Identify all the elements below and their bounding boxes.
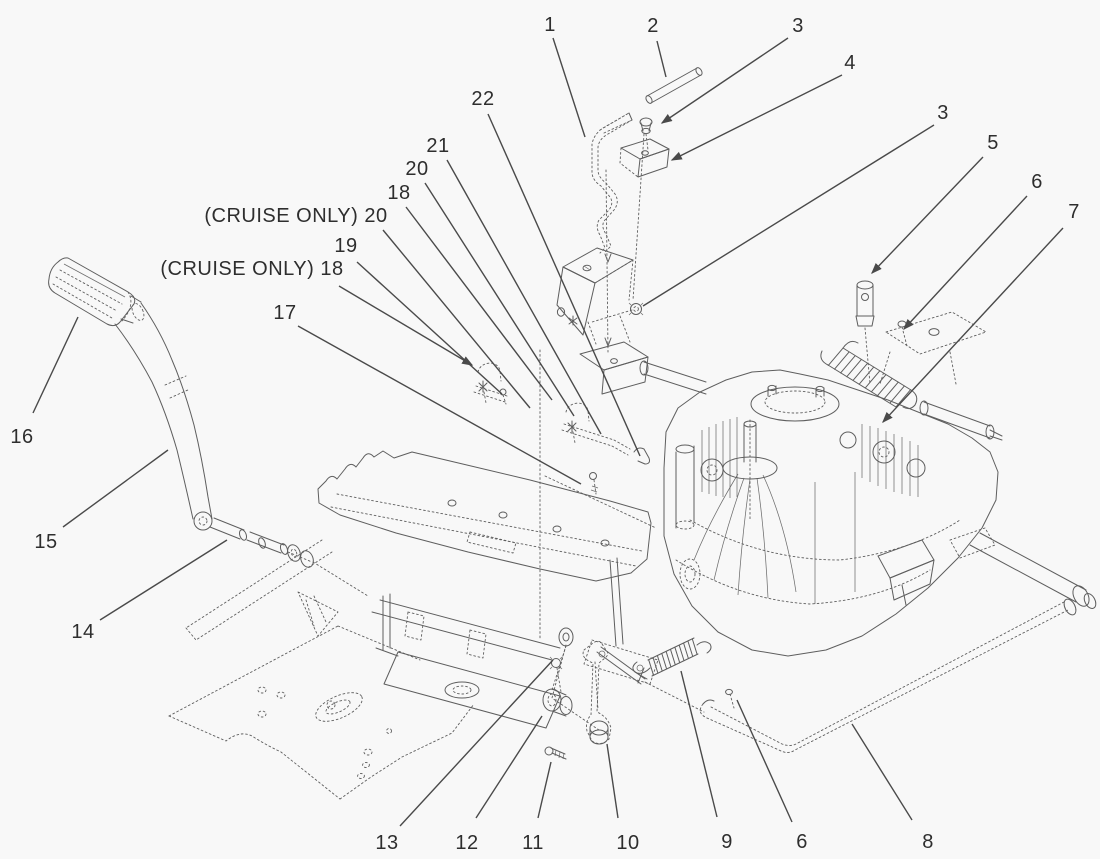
callout-label: 17 (273, 302, 296, 324)
leader-line (32, 316, 79, 414)
callout-label: 4 (844, 52, 856, 74)
leader-line (399, 659, 554, 827)
leader-line (871, 156, 984, 275)
callout-label: 22 (471, 88, 494, 110)
leader-line (606, 743, 619, 819)
callout-label: 7 (1068, 201, 1080, 223)
callout-label: 16 (10, 426, 33, 448)
callout-label: 15 (34, 531, 57, 553)
callout-label: 6 (1031, 171, 1043, 193)
leader-line (851, 723, 913, 821)
frame-rail-art (185, 539, 399, 657)
callout-label: 5 (987, 132, 999, 154)
leader-line (882, 227, 1064, 424)
leader-line (680, 670, 718, 818)
callout-label: 2 (647, 15, 659, 37)
leader-line (475, 715, 543, 819)
leader-line (670, 74, 843, 161)
leader-line (382, 229, 531, 409)
callout-label: 12 (455, 832, 478, 854)
leader-line (537, 761, 552, 819)
callout-label: 13 (375, 832, 398, 854)
leader-line (356, 261, 503, 395)
callout-label: 18 (387, 182, 410, 204)
floor-plate-art (168, 625, 475, 800)
leader-line (660, 37, 789, 124)
leader-line (642, 124, 935, 307)
callout-label: 6 (796, 831, 808, 853)
callout-label: 1 (544, 14, 556, 36)
return-spring-art (596, 637, 712, 713)
callout-label: 20 (405, 158, 428, 180)
callout-label: 10 (616, 832, 639, 854)
idler-arm-art (542, 627, 612, 760)
leader-line (487, 113, 641, 457)
leader-line (446, 159, 602, 435)
leader-line (62, 449, 169, 528)
shift-lever-art (48, 257, 313, 563)
callout-label: (CRUISE ONLY) 18 (160, 258, 343, 280)
callout-label: 9 (721, 831, 733, 853)
leader-line (903, 195, 1028, 331)
cable-clamp-art (473, 362, 650, 495)
leader-line (656, 40, 667, 78)
callout-label: 11 (522, 832, 544, 854)
callout-label: 14 (71, 621, 94, 643)
leader-line (552, 37, 586, 138)
leader-line (99, 539, 228, 621)
callout-label: 21 (426, 135, 449, 157)
leader-line (405, 206, 553, 401)
callout-label: (CRUISE ONLY) 20 (204, 205, 387, 227)
transaxle-art (639, 280, 1097, 657)
brake-rod-art (699, 598, 1077, 753)
leader-line (338, 285, 474, 366)
callout-label: 3 (937, 102, 949, 124)
frame-plate-art (317, 349, 659, 729)
leader-line (297, 325, 582, 485)
leader-line (736, 699, 793, 823)
control-rod-bracket-art (556, 67, 703, 395)
leader-line (424, 182, 575, 417)
callout-label: 8 (922, 831, 934, 853)
callout-label: 19 (334, 235, 357, 257)
callout-label: 3 (792, 15, 804, 37)
